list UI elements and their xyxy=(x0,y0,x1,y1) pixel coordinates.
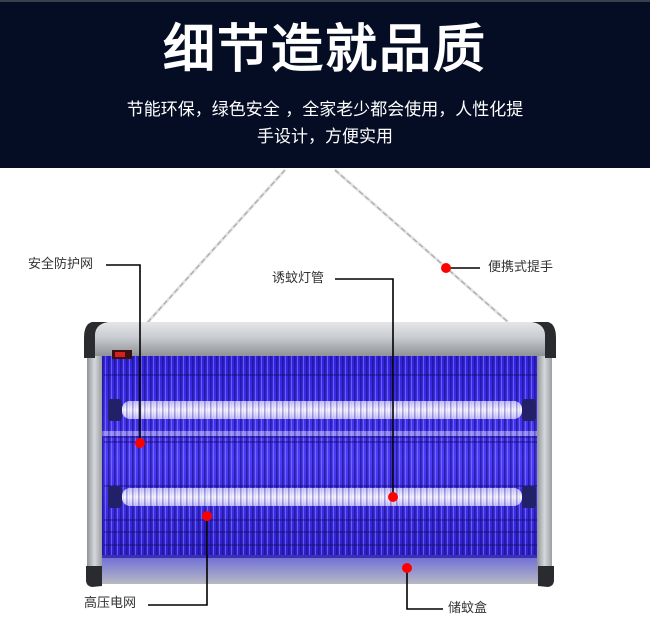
right-frame xyxy=(537,350,552,572)
top-cover xyxy=(88,322,552,356)
header-banner: 细节造就品质 节能环保，绿色安全 ，全家老少都会使用，人性化提 手设计，方便实用 xyxy=(0,0,650,168)
mosquito-tray xyxy=(98,557,548,584)
banner-subtitle-line1: 节能环保，绿色安全 ，全家老少都会使用，人性化提 xyxy=(126,100,524,120)
product-illustration xyxy=(84,168,556,610)
callout-lamp-tube: 诱蚊灯管 xyxy=(272,271,325,286)
callout-handle: 便携式提手 xyxy=(488,260,554,275)
left-frame xyxy=(87,350,102,572)
banner-subtitle-line2: 手设计，方便实用 xyxy=(257,127,393,147)
hanging-chain xyxy=(145,168,509,325)
callout-markers xyxy=(135,263,451,573)
callout-safety-net: 安全防护网 xyxy=(28,257,94,272)
banner-title: 细节造就品质 xyxy=(162,20,487,80)
banner-subtitle: 节能环保，绿色安全 ，全家老少都会使用，人性化提 手设计，方便实用 xyxy=(70,97,580,151)
callout-high-voltage-grid: 高压电网 xyxy=(84,596,137,611)
callout-lines xyxy=(106,264,480,610)
product-stage: 安全防护网 便携式提手 诱蚊灯管 高压电网 储蚊盒 xyxy=(0,168,650,625)
callout-mosquito-tray: 储蚊盒 xyxy=(448,601,488,616)
